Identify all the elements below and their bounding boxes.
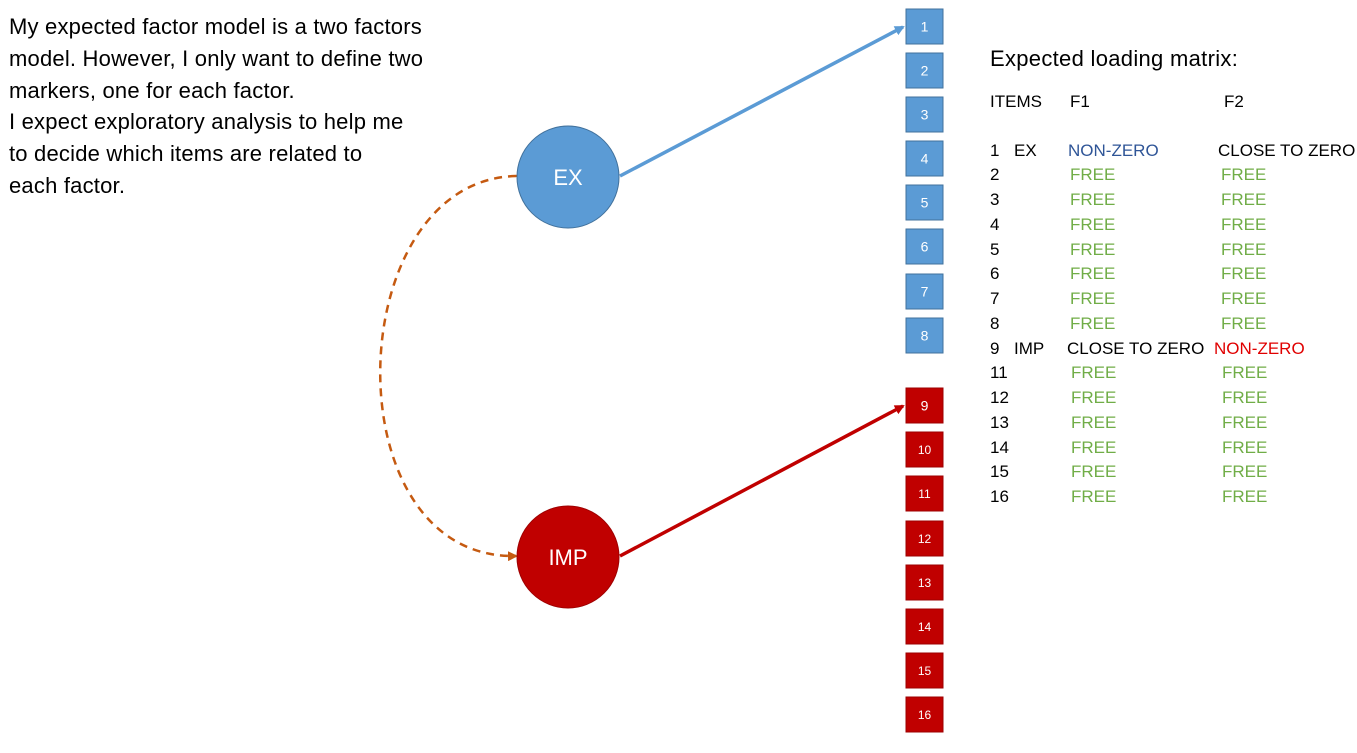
item-box-label: 12 xyxy=(918,532,932,546)
item-box-label: 8 xyxy=(921,328,929,344)
row-item-number: 7 xyxy=(990,289,1000,308)
row-item-number: 1 xyxy=(990,141,1000,160)
item-box: 16 xyxy=(905,696,944,733)
row-f2: FREE xyxy=(1221,215,1267,234)
row-marker: EX xyxy=(1014,141,1037,160)
item-box-label: 16 xyxy=(918,708,932,722)
row-f1: FREE xyxy=(1071,487,1117,506)
header-items: ITEMS xyxy=(990,92,1042,111)
intro-line: markers, one for each factor. xyxy=(9,77,295,103)
row-item-number: 13 xyxy=(990,413,1009,432)
item-box: 11 xyxy=(905,475,944,512)
item-box-label: 5 xyxy=(921,195,929,211)
item-box: 7 xyxy=(905,273,944,310)
row-f2: FREE xyxy=(1221,165,1267,184)
row-item-number: 2 xyxy=(990,165,1000,184)
row-item-number: 9 xyxy=(990,339,1000,358)
row-f1: FREE xyxy=(1071,413,1117,432)
row-item-number: 12 xyxy=(990,388,1009,407)
item-box: 2 xyxy=(905,52,944,89)
header-f2: F2 xyxy=(1224,92,1244,111)
factor-path-diagram: EX IMP 1 2 3 4 5 6 7 8 9 10 11 12 13 14 … xyxy=(379,8,944,733)
row-f1: FREE xyxy=(1070,314,1116,333)
item-box-label: 15 xyxy=(918,664,932,678)
item-box: 5 xyxy=(905,184,944,221)
row-item-number: 8 xyxy=(990,314,1000,333)
row-f2: FREE xyxy=(1222,413,1268,432)
item-box-label: 3 xyxy=(921,107,929,123)
intro-line: I expect exploratory analysis to help me xyxy=(9,109,404,135)
row-f1: FREE xyxy=(1070,264,1116,283)
row-item-number: 16 xyxy=(990,487,1009,506)
factor-ex-label: EX xyxy=(553,165,583,190)
intro-text: My expected factor model is a two factor… xyxy=(9,11,489,202)
row-f1: FREE xyxy=(1070,165,1116,184)
row-f1: NON-ZERO xyxy=(1068,141,1159,160)
row-f1: FREE xyxy=(1071,462,1117,481)
item-box: 13 xyxy=(905,564,944,601)
item-box: 3 xyxy=(905,96,944,133)
row-item-number: 15 xyxy=(990,462,1009,481)
row-f2: FREE xyxy=(1222,388,1268,407)
row-f1: FREE xyxy=(1071,438,1117,457)
row-f1: FREE xyxy=(1070,190,1116,209)
item-box-label: 13 xyxy=(918,576,932,590)
row-marker: IMP xyxy=(1014,339,1045,358)
item-box-label: 4 xyxy=(921,151,929,167)
row-f2: FREE xyxy=(1222,438,1268,457)
imp-loading-arrow xyxy=(619,404,905,558)
row-f2: FREE xyxy=(1222,462,1268,481)
item-box: 12 xyxy=(905,520,944,557)
row-f2: FREE xyxy=(1221,289,1267,308)
row-item-number: 6 xyxy=(990,264,1000,283)
item-box: 4 xyxy=(905,140,944,177)
factor-ex-node: EX xyxy=(516,125,620,229)
row-item-number: 4 xyxy=(990,215,1000,234)
row-f1: FREE xyxy=(1070,240,1116,259)
item-box-label: 11 xyxy=(918,487,931,501)
row-f2: NON-ZERO xyxy=(1214,339,1305,358)
row-f1: FREE xyxy=(1071,388,1117,407)
row-item-number: 14 xyxy=(990,438,1009,457)
row-item-number: 5 xyxy=(990,240,1000,259)
item-box: 15 xyxy=(905,652,944,689)
item-box-label: 10 xyxy=(918,443,932,457)
row-f2: FREE xyxy=(1222,363,1268,382)
intro-line: to decide which items are related to xyxy=(9,141,363,167)
item-box-label: 2 xyxy=(921,63,929,79)
row-f2: FREE xyxy=(1221,314,1267,333)
intro-line: My expected factor model is a two factor… xyxy=(9,14,422,39)
item-box: 10 xyxy=(905,431,944,468)
header-f1: F1 xyxy=(1070,92,1090,111)
row-f1: FREE xyxy=(1070,215,1116,234)
intro-line: each factor. xyxy=(9,172,126,198)
item-box: 8 xyxy=(905,317,944,354)
item-box: 6 xyxy=(905,228,944,265)
row-item-number: 3 xyxy=(990,190,1000,209)
factor-imp-label: IMP xyxy=(548,545,587,570)
item-box: 9 xyxy=(905,387,944,424)
row-f1: FREE xyxy=(1071,363,1117,382)
row-f2: FREE xyxy=(1221,240,1267,259)
factor-imp-node: IMP xyxy=(516,505,620,609)
item-box-label: 1 xyxy=(921,19,929,35)
item-box: 1 xyxy=(905,8,944,45)
row-f2: CLOSE TO ZERO xyxy=(1218,141,1356,160)
item-box: 14 xyxy=(905,608,944,645)
intro-line: model. However, I only want to define tw… xyxy=(9,45,424,71)
row-item-number: 11 xyxy=(990,363,1008,382)
factor-correlation-arrow xyxy=(379,170,525,562)
row-f2: FREE xyxy=(1222,487,1268,506)
row-f2: FREE xyxy=(1221,264,1267,283)
row-f1: FREE xyxy=(1070,289,1116,308)
row-f2: FREE xyxy=(1221,190,1267,209)
row-f1: CLOSE TO ZERO xyxy=(1067,339,1205,358)
item-box-label: 7 xyxy=(921,284,929,300)
item-box-label: 14 xyxy=(918,620,932,634)
matrix-title: Expected loading matrix: xyxy=(990,46,1239,71)
item-box-label: 9 xyxy=(921,398,929,414)
ex-loading-arrow xyxy=(619,25,905,178)
item-box-label: 6 xyxy=(921,239,929,255)
